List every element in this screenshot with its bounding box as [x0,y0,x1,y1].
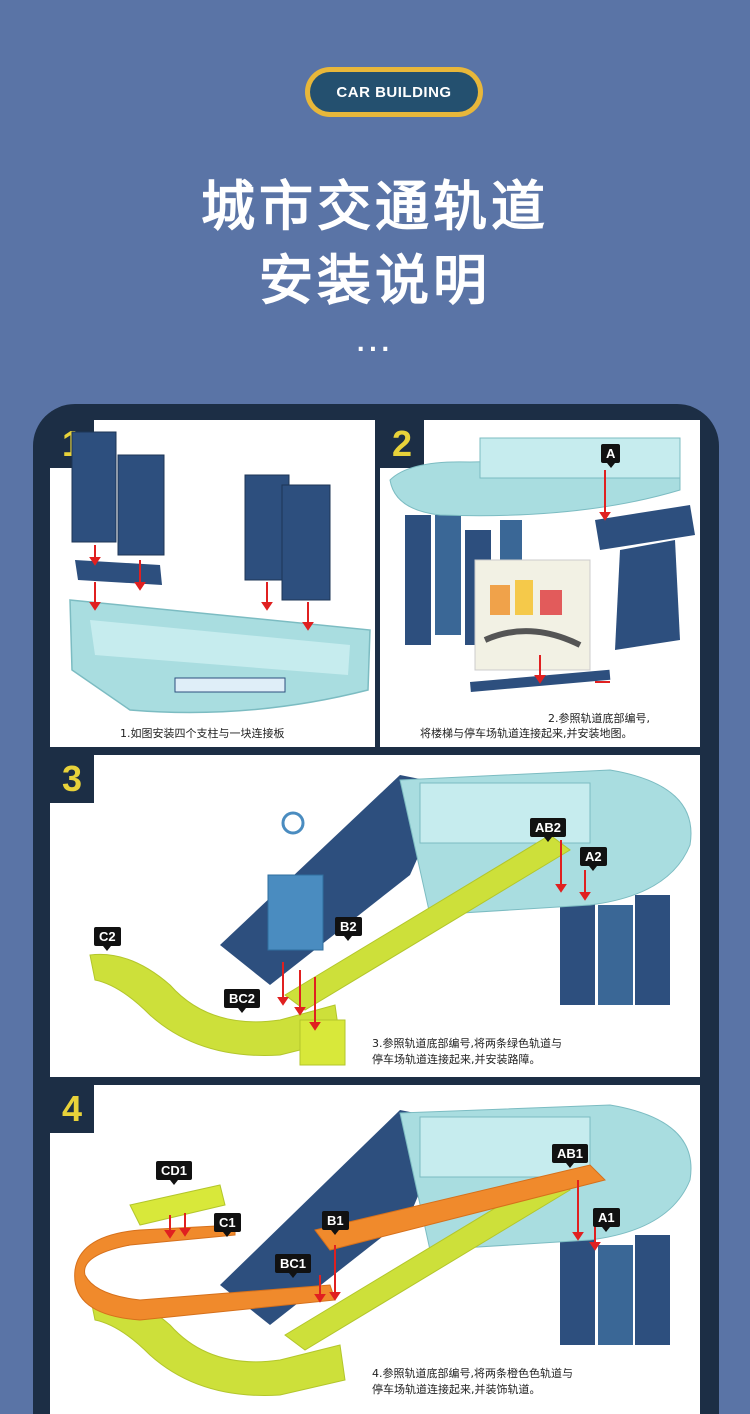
map-building-2 [515,580,533,615]
tag-B2: B2 [335,917,362,941]
pillar-2 [117,454,165,556]
step-4-caption-line1: 4.参照轨道底部编号,将两条橙色色轨道与 [372,1367,573,1380]
step-3-illustration [89,769,692,1066]
pillar-1 [71,431,117,543]
step-3-caption-line1: 3.参照轨道底部编号,将两条绿色轨道与 [372,1037,562,1050]
stair-ramp [595,505,695,550]
tag-A2: A2 [580,847,607,871]
base-track-surface [90,620,350,675]
pillar-right-2 [598,1245,633,1345]
step-4-number: 4 [50,1085,94,1133]
base-label-strip [174,677,286,693]
badge-label: CAR BUILDING [310,72,478,112]
deck-pillar-2 [435,515,461,635]
tag-A1: A1 [593,1208,620,1232]
tag-BC1: BC1 [275,1254,312,1278]
pillar-right-3 [635,895,670,1005]
pillar-4 [281,484,331,601]
step-3-number: 3 [50,755,94,803]
pillar-right-3 [635,1235,670,1345]
assembly-arrows [277,840,591,1031]
page-title-line1: 城市交通轨道 [201,175,549,238]
step-1-caption: 1.如图安装四个支柱与一块连接板 [120,727,285,740]
stair-column [615,540,680,650]
tag-A: A [601,444,621,468]
tag-AB2: AB2 [530,818,567,842]
connector-plate [75,560,162,585]
assembly-arrows [89,545,314,631]
sign-tower [267,874,324,951]
assembly-arrows [534,470,611,684]
parking-building [479,437,681,479]
deck-pillar-1 [405,515,431,645]
tag-CD1: CD1 [156,1161,193,1185]
tag-AB1: AB1 [552,1144,589,1168]
page-title-line2: 安装说明 [259,249,491,312]
orange-track-curve [74,1224,336,1321]
roadblock [299,1019,346,1066]
pillar-right-1 [560,1235,595,1345]
step-2-panel: 2 A 2.参照轨道底部编号, 将楼梯与停车场轨道连接起来,并安装地图。 [380,420,700,747]
step-2-caption-line1: 2.参照轨道底部编号, [548,712,650,725]
green-track-upper [284,1174,571,1351]
decoration-piece [129,1184,226,1226]
step-1-illustration [69,431,371,714]
step-4-illustration [74,1104,692,1396]
step-3-panel: 3 AB2 A2 B2 C2 BC2 3.参照轨道底部编号,将两条绿色轨道与 停… [50,755,700,1077]
map-building-3 [540,590,562,615]
tag-BC2: BC2 [224,989,261,1013]
tag-C2: C2 [94,927,121,951]
step-1-panel: 1 1.如图安装四个支柱与一块连接板 [50,420,375,747]
map-road [483,628,582,648]
tower-sign-icon [281,811,305,835]
step-2-illustration [389,437,695,692]
decorative-dots: ... [356,332,394,357]
tag-C1: C1 [214,1213,241,1237]
step-4-caption-line2: 停车场轨道连接起来,并装饰轨道。 [372,1383,541,1396]
car-building-badge: CAR BUILDING [305,67,483,117]
map-building-1 [490,585,510,615]
step-2-caption-line2: 将楼梯与停车场轨道连接起来,并安装地图。 [420,727,633,740]
orange-track-upper [314,1164,606,1251]
step-2-number: 2 [380,420,424,468]
pillar-right-1 [560,895,595,1005]
step-4-panel: 4 CD1 AB1 A1 C1 B1 BC1 4.参照轨道底部编号,将两条橙 [50,1085,700,1414]
pillar-right-2 [598,905,633,1005]
green-track-upper [284,834,571,1011]
assembly-arrows [164,1180,601,1303]
tag-B1: B1 [322,1211,349,1235]
step-3-caption-line2: 停车场轨道连接起来,并安装路障。 [372,1053,541,1066]
